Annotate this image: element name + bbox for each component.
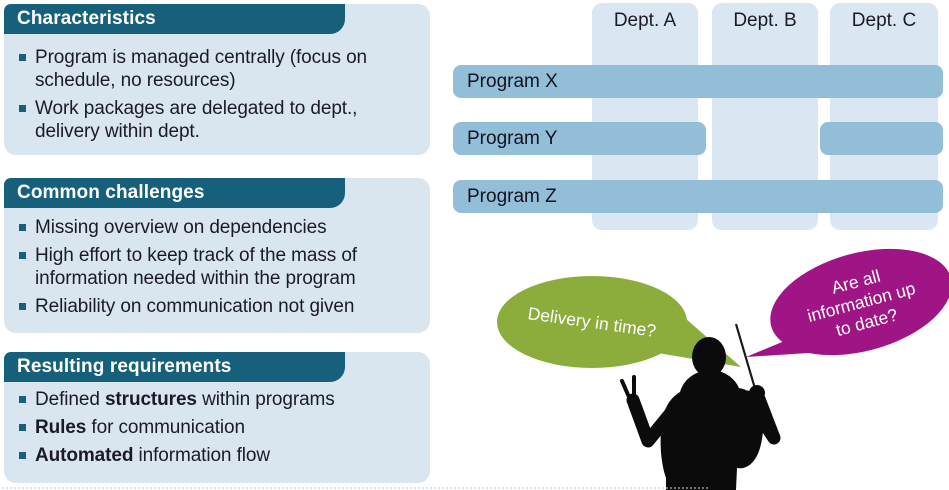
bullet-text: High effort to keep track of the mass of… [35,245,357,289]
program-bar-y-seg1: Program Y [453,122,706,155]
conductor-silhouette [620,323,781,490]
bullet-text-bold: Automated [35,445,134,466]
bullet-item: Rules for communication [4,416,422,439]
divider-line [2,487,708,489]
panel-title: Common challenges [4,178,345,208]
bullet-item: Work packages are delegated to dept., de… [4,97,422,143]
panel-title: Characteristics [4,4,345,34]
bullet-text: Reliability on communication not given [35,296,355,317]
program-bar-label: Program Y [467,128,558,149]
bullet-item: Missing overview on dependencies [4,216,422,239]
speech-bubble-green: Delivery in time? [497,276,741,368]
conductor-illustration: Delivery in time? Are all information up… [497,248,949,490]
conductor-left-fingers [620,379,631,399]
panel-common-challenges: Common challenges Missing overview on de… [4,178,430,333]
panel-title: Resulting requirements [4,352,345,382]
conductor-head [692,337,726,377]
program-bar-label: Program X [467,71,558,92]
bullet-item: Program is managed centrally (focus on s… [4,46,422,92]
program-bar-z: Program Z [453,180,943,213]
program-bar-label: Program Z [467,186,557,207]
panel-resulting-requirements: Resulting requirements Defined structure… [4,352,430,483]
speech-bubble-magenta: Are all information up to date? [746,248,949,357]
bullet-text-bold: Rules [35,417,87,438]
bullet-item: Automated information flow [4,444,422,467]
bullet-text: information flow [133,445,271,466]
bullet-text: Missing overview on dependencies [35,217,327,238]
bullet-text: Program is managed centrally (focus on s… [35,47,368,91]
bullet-text: Defined [35,389,105,410]
conductor-left-arm [626,393,686,448]
panel-characteristics: Characteristics Program is managed centr… [4,4,430,155]
bullet-text: for communication [86,417,245,438]
bullet-item: Defined structures within programs [4,388,422,411]
bullet-item: High effort to keep track of the mass of… [4,244,422,290]
bullet-item: Reliability on communication not given [4,295,422,318]
bullet-text: within programs [196,389,335,410]
speech-bubble-body [497,276,687,368]
baton [734,323,758,393]
speech-bubble-body [770,248,949,356]
bullet-text: Work packages are delegated to dept., de… [35,98,358,142]
conductor-right-hand [749,385,765,401]
bullet-text-bold: structures [104,389,197,410]
bullet-list: Program is managed centrally (focus on s… [4,46,422,148]
program-bar-x: Program X [453,65,943,98]
program-bar-y-seg2 [820,122,943,155]
conductor-right-arm [740,390,781,445]
conductor-torso [660,369,764,490]
